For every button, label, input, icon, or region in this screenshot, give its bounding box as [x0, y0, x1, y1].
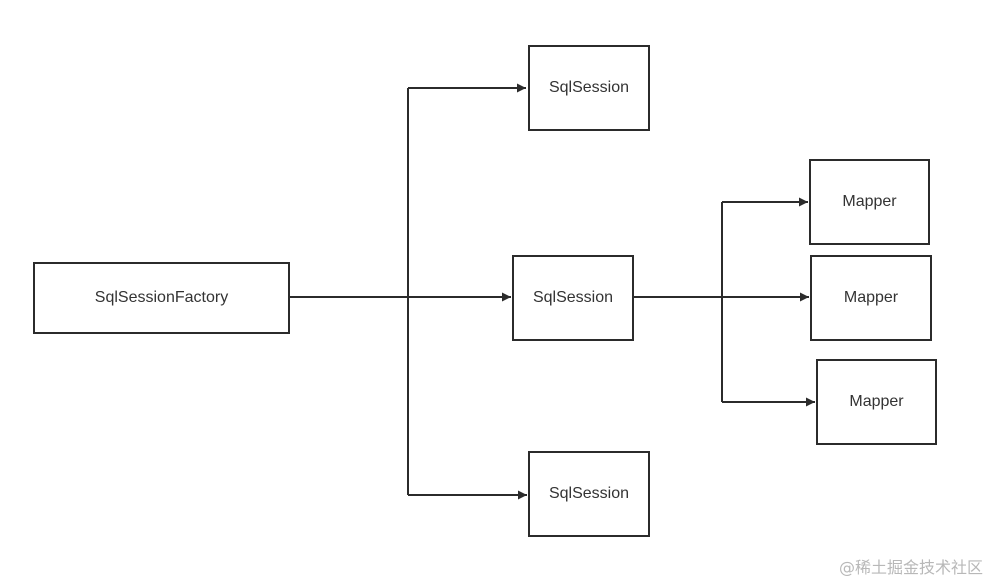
- mapper-node-3[interactable]: Mapper: [816, 359, 937, 445]
- sqlsession-top-label: SqlSession: [548, 79, 630, 96]
- mapper-node-1[interactable]: Mapper: [809, 159, 930, 245]
- mapper-node-2[interactable]: Mapper: [810, 255, 932, 341]
- mapper-2-label: Mapper: [843, 289, 899, 306]
- sqlsession-bottom-node[interactable]: SqlSession: [528, 451, 650, 537]
- sqlsession-bottom-label: SqlSession: [548, 485, 630, 502]
- sqlsession-mid-label: SqlSession: [532, 289, 614, 306]
- sqlsessionfactory-label: SqlSessionFactory: [94, 289, 229, 306]
- mapper-3-label: Mapper: [849, 393, 904, 410]
- sqlsession-mid-node[interactable]: SqlSession: [512, 255, 634, 341]
- sqlsession-top-node[interactable]: SqlSession: [528, 45, 650, 131]
- mapper-1-label: Mapper: [842, 193, 897, 210]
- sqlsessionfactory-node[interactable]: SqlSessionFactory: [33, 262, 290, 334]
- watermark: @稀土掘金技术社区: [838, 558, 983, 577]
